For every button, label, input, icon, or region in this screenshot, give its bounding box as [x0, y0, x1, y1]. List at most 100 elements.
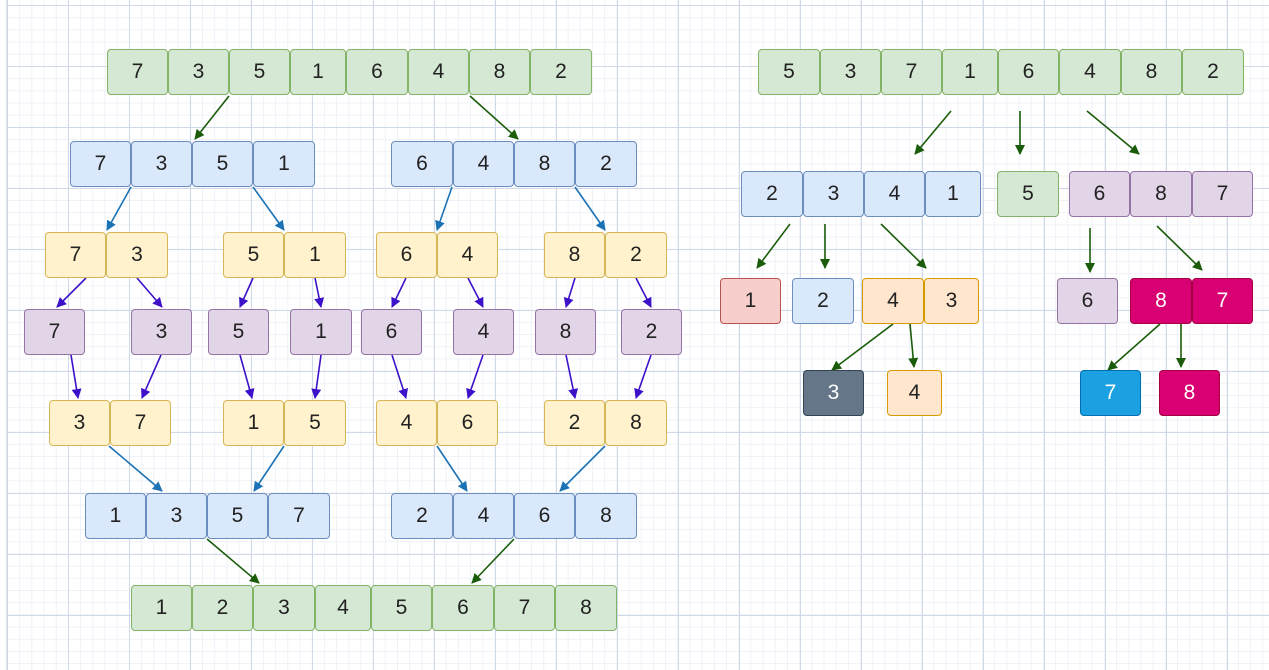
merge-split2-cell: 1: [284, 232, 346, 278]
quick-partition-left-cell: 1: [925, 171, 981, 217]
flow-arrow: [756, 223, 791, 269]
flow-arrow: [136, 277, 163, 308]
merge-single-cell: 8: [535, 309, 596, 355]
merge-single-cell: 6: [361, 309, 422, 355]
quick-input-cell: 7: [881, 49, 942, 95]
merge-split1-right-cell: 6: [391, 141, 453, 187]
flow-arrow: [574, 186, 606, 231]
flow-arrow: [908, 323, 919, 368]
merge-split1-right-cell: 4: [453, 141, 514, 187]
merge-pair-cell: 2: [544, 400, 605, 446]
quick-input-cell: 3: [820, 49, 881, 95]
merge-input-cell: 1: [290, 49, 346, 95]
merge-half-right-cell: 6: [514, 493, 575, 539]
flow-arrow: [634, 354, 652, 399]
merge-output-cell: 4: [315, 585, 371, 631]
quick-partition-left-cell: 2: [741, 171, 803, 217]
merge-split2-cell: 2: [605, 232, 667, 278]
flow-arrow: [467, 277, 484, 308]
merge-single-cell: 2: [621, 309, 682, 355]
flow-arrow: [914, 110, 952, 155]
merge-pair-cell: 4: [376, 400, 437, 446]
quick-right-child-cell: 8: [1159, 370, 1220, 416]
merge-half-right-cell: 4: [453, 493, 514, 539]
merge-input-cell: 5: [229, 49, 290, 95]
flow-arrow: [1156, 225, 1203, 271]
flow-arrow: [880, 223, 927, 269]
merge-half-right-cell: 2: [391, 493, 453, 539]
merge-output-cell: 6: [432, 585, 494, 631]
quick-left-pair-cell: 3: [924, 278, 979, 324]
merge-split1-right-cell: 8: [514, 141, 575, 187]
flow-arrow: [311, 354, 322, 399]
merge-half-left-cell: 1: [85, 493, 146, 539]
flow-arrow: [635, 277, 652, 308]
merge-output-cell: 3: [253, 585, 315, 631]
quick-input-cell: 6: [998, 49, 1059, 95]
quick-right-child-cell: 7: [1080, 370, 1141, 416]
merge-split2-cell: 7: [45, 232, 106, 278]
merge-output-cell: 5: [371, 585, 432, 631]
merge-half-right-cell: 8: [575, 493, 637, 539]
flow-arrow: [391, 354, 408, 399]
quick-partition-left-cell: 3: [803, 171, 864, 217]
flow-arrow: [56, 277, 87, 308]
merge-half-left-cell: 7: [268, 493, 330, 539]
flow-arrow: [1107, 323, 1161, 371]
merge-split1-left-cell: 5: [192, 141, 253, 187]
flow-arrow: [831, 323, 894, 371]
quick-left-child-cell: 3: [803, 370, 864, 416]
quick-input-cell: 4: [1059, 49, 1121, 95]
flow-arrow: [194, 95, 230, 140]
merge-pair-cell: 1: [223, 400, 284, 446]
merge-pair-cell: 3: [49, 400, 110, 446]
flow-arrow: [565, 354, 579, 399]
flow-arrow: [206, 538, 260, 584]
flow-arrow: [391, 277, 407, 308]
merge-single-cell: 1: [290, 309, 352, 355]
merge-single-cell: 4: [453, 309, 514, 355]
quick-input-cell: 8: [1121, 49, 1182, 95]
quick-input-cell: 5: [758, 49, 820, 95]
flow-arrow: [141, 354, 162, 399]
merge-single-cell: 3: [131, 309, 192, 355]
quick-partition-right-cell: 7: [1192, 171, 1253, 217]
flow-arrow: [108, 445, 163, 492]
quick-partition-left-cell: 4: [864, 171, 925, 217]
quick-left-child-cell: 4: [887, 370, 942, 416]
merge-output-cell: 2: [192, 585, 253, 631]
merge-split2-cell: 5: [223, 232, 284, 278]
merge-output-cell: 8: [555, 585, 617, 631]
merge-input-cell: 6: [346, 49, 408, 95]
quick-left-single-cell: 2: [792, 278, 854, 324]
merge-input-cell: 2: [530, 49, 592, 95]
flow-arrow: [106, 186, 132, 231]
merge-split1-left-cell: 7: [70, 141, 131, 187]
merge-pair-cell: 5: [284, 400, 346, 446]
flow-arrow: [471, 538, 515, 584]
merge-split2-cell: 8: [544, 232, 605, 278]
merge-half-left-cell: 3: [146, 493, 207, 539]
flow-arrow: [70, 354, 82, 399]
merge-pair-cell: 8: [605, 400, 667, 446]
flow-arrow: [563, 277, 576, 308]
merge-pair-cell: 6: [437, 400, 498, 446]
flow-arrow: [436, 445, 468, 492]
merge-output-cell: 7: [494, 585, 555, 631]
merge-single-cell: 5: [208, 309, 269, 355]
flow-arrow: [559, 445, 606, 492]
quick-left-single-cell: 1: [720, 278, 781, 324]
quick-input-cell: 2: [1182, 49, 1244, 95]
merge-half-left-cell: 5: [207, 493, 268, 539]
flow-arrow: [253, 445, 285, 492]
quick-partition-right-cell: 6: [1069, 171, 1130, 217]
merge-split2-cell: 6: [376, 232, 437, 278]
flow-arrow: [1086, 110, 1140, 155]
quick-right-pair-cell: 8: [1130, 278, 1192, 324]
flow-arrow: [435, 186, 453, 231]
canvas-left-edge: [0, 0, 7, 670]
quick-input-cell: 1: [942, 49, 998, 95]
merge-split2-cell: 3: [106, 232, 168, 278]
